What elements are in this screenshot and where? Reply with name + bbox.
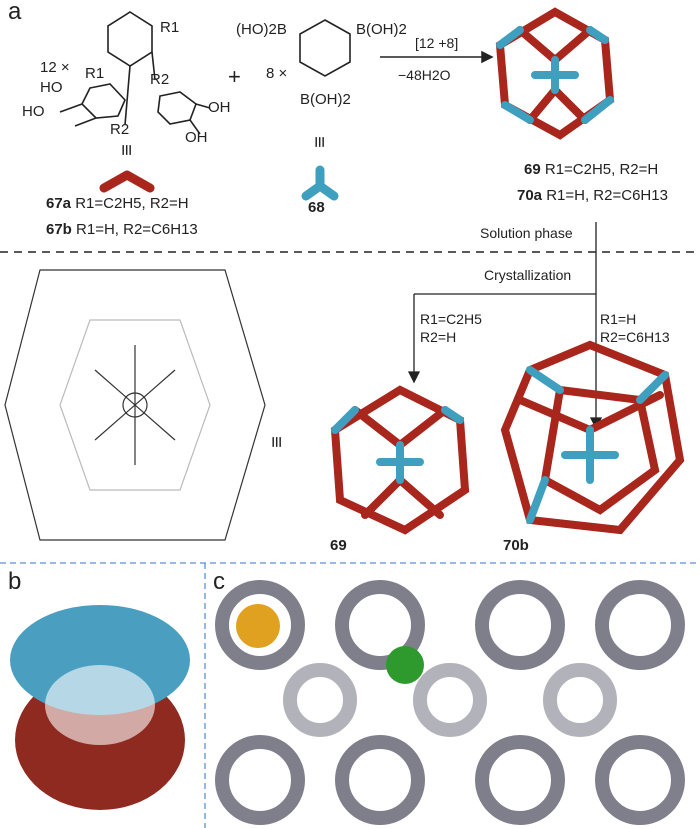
boronic-label-right: B(OH)2 <box>356 21 407 38</box>
panel-label-a: a <box>8 0 22 25</box>
flow-lines <box>407 222 603 430</box>
triptycene-structure <box>59 11 211 135</box>
crystallization-label: Crystallization <box>484 267 572 283</box>
compound-67a-substituents: R1=C2H5, R2=H <box>75 195 189 212</box>
compound-67b-id: 67b <box>46 221 72 238</box>
panel-b-crystal-structure <box>10 605 190 810</box>
cage-70b-model <box>500 340 685 535</box>
crystal-70b-label: 70b <box>503 537 529 554</box>
red-chevron-icon <box>99 170 155 193</box>
blue-tripod-icon <box>301 165 339 201</box>
multiplier-8: 8 × <box>266 65 288 82</box>
product-70a-substituents: R1=H, R2=C6H13 <box>546 187 668 204</box>
product-69-substituents: R1=C2H5, R2=H <box>544 161 659 178</box>
equivalence-symbol: ≡ <box>264 436 287 448</box>
crystal-69-label: 69 <box>330 537 347 554</box>
label-r2: R2 <box>110 121 130 138</box>
label-r1: R1 <box>160 19 180 36</box>
label-r2: R2 <box>150 71 170 88</box>
orange-sphere <box>236 604 280 648</box>
left-condition-r2: R2=H <box>420 329 457 345</box>
cage-69-crystal-model <box>330 385 470 535</box>
compound-67b-substituents: R1=H, R2=C6H13 <box>76 221 198 238</box>
plus-sign: + <box>228 64 241 89</box>
reaction-byproduct: −48H2O <box>398 67 451 83</box>
product-69-id: 69 <box>524 161 541 178</box>
solution-phase-label: Solution phase <box>480 225 573 241</box>
boronic-label-bottom: B(OH)2 <box>300 91 351 108</box>
compound-67a-id: 67a <box>46 195 72 212</box>
label-r1: R1 <box>85 65 105 82</box>
reaction-arrow <box>380 50 494 64</box>
label-ho: HO <box>40 79 63 96</box>
equivalence-symbol: ≡ <box>114 144 137 156</box>
right-condition-r1: R1=H <box>600 311 637 327</box>
multiplier-12: 12 × <box>40 59 70 76</box>
product-70a-id: 70a <box>517 187 543 204</box>
label-oh: OH <box>208 99 231 116</box>
cage-69-model <box>495 7 615 140</box>
right-condition-r2: R2=C6H13 <box>600 329 670 345</box>
boronic-label-left: (HO)2B <box>236 21 287 38</box>
panel-c-packing <box>215 580 685 825</box>
equivalence-symbol: ≡ <box>307 136 330 148</box>
panel-label-c: c <box>213 568 225 595</box>
left-condition-r1: R1=C2H5 <box>420 311 482 327</box>
label-oh: OH <box>185 129 208 146</box>
compound-68-id: 68 <box>308 199 325 216</box>
label-ho: HO <box>22 103 45 120</box>
benzene-ring <box>299 19 351 77</box>
hexagonal-cage-drawing <box>4 269 266 541</box>
panel-label-b: b <box>8 568 22 595</box>
green-sphere <box>386 646 424 684</box>
reaction-ratio: [12 +8] <box>415 35 459 51</box>
